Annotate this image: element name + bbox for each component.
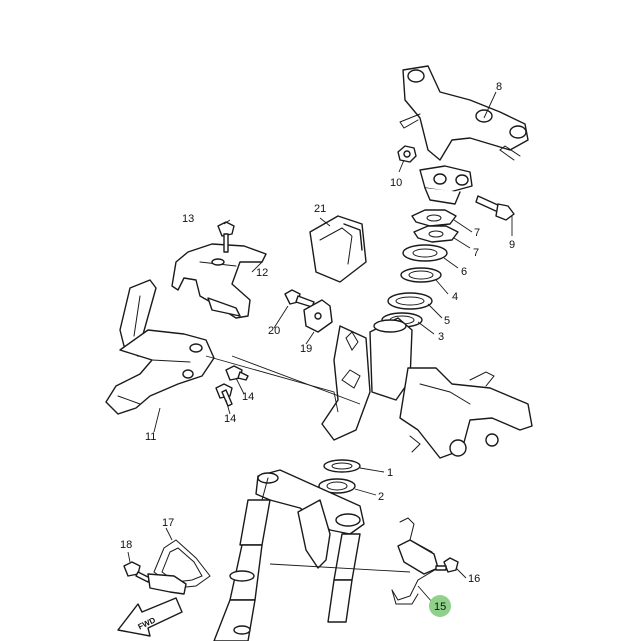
- callout-12: 12: [256, 267, 268, 279]
- leader-lines: [127, 91, 513, 603]
- part-2-bearing: [318, 478, 356, 494]
- part-14-bolt-lower: [215, 383, 233, 407]
- callout-3: 3: [438, 331, 444, 343]
- callout-9: 9: [509, 239, 515, 251]
- steering-head-frame: [321, 317, 533, 459]
- callout-8: 8: [496, 81, 502, 93]
- part-15-clip: [391, 517, 439, 605]
- callout-6: 6: [461, 266, 467, 278]
- part-16-bolt: [435, 557, 459, 573]
- callout-2: 2: [378, 491, 384, 503]
- part-5-bearing-race: [387, 292, 433, 310]
- callout-16: 16: [468, 573, 480, 585]
- lower-bracket-fork: [213, 469, 365, 641]
- part-21-cover: [309, 215, 367, 283]
- callout-20: 20: [268, 325, 280, 337]
- part-1-race: [323, 459, 361, 473]
- callout-14b: 14: [224, 413, 236, 425]
- callout-17: 17: [162, 517, 174, 529]
- callout-11: 11: [145, 431, 156, 443]
- part-8-clamp: [419, 165, 473, 205]
- part-12-bracket: [171, 243, 267, 319]
- callout-21: 21: [314, 203, 326, 215]
- callout-5: 5: [444, 315, 450, 327]
- part-8-bracket: [399, 65, 529, 161]
- part-11-stay: [105, 279, 215, 415]
- part-6-ring-nut: [402, 244, 448, 262]
- part-9-bolt: [475, 195, 515, 221]
- part-19-clip: [303, 299, 333, 333]
- part-4-washer: [400, 267, 442, 283]
- callout-7a: 7: [474, 227, 480, 239]
- callout-19: 19: [300, 343, 312, 355]
- callout-10: 10: [390, 177, 402, 189]
- callout-labels: 1 2 3 4 5 6 7 7 8 9 10 11 12 13 14 14 15…: [120, 81, 515, 613]
- callout-18: 18: [120, 539, 132, 551]
- part-14-bolt-upper: [225, 365, 249, 381]
- part-7-washer-upper: [411, 209, 457, 227]
- part-17-clamp: [147, 573, 187, 595]
- part-13-bolt: [217, 221, 235, 253]
- highlight-circle: [429, 595, 451, 617]
- callout-14a: 14: [242, 391, 254, 403]
- part-20-bolt: [284, 289, 315, 308]
- part-10-nut: [397, 145, 417, 163]
- callout-1: 1: [387, 467, 393, 479]
- callout-15: 15: [434, 601, 446, 613]
- part-18-bolt: [123, 561, 151, 583]
- part-7-washer-lower: [413, 225, 459, 243]
- fwd-arrow-icon: FWD: [117, 597, 183, 637]
- callout-13: 13: [182, 213, 194, 225]
- callout-7b: 7: [473, 247, 479, 259]
- callout-4: 4: [452, 291, 458, 303]
